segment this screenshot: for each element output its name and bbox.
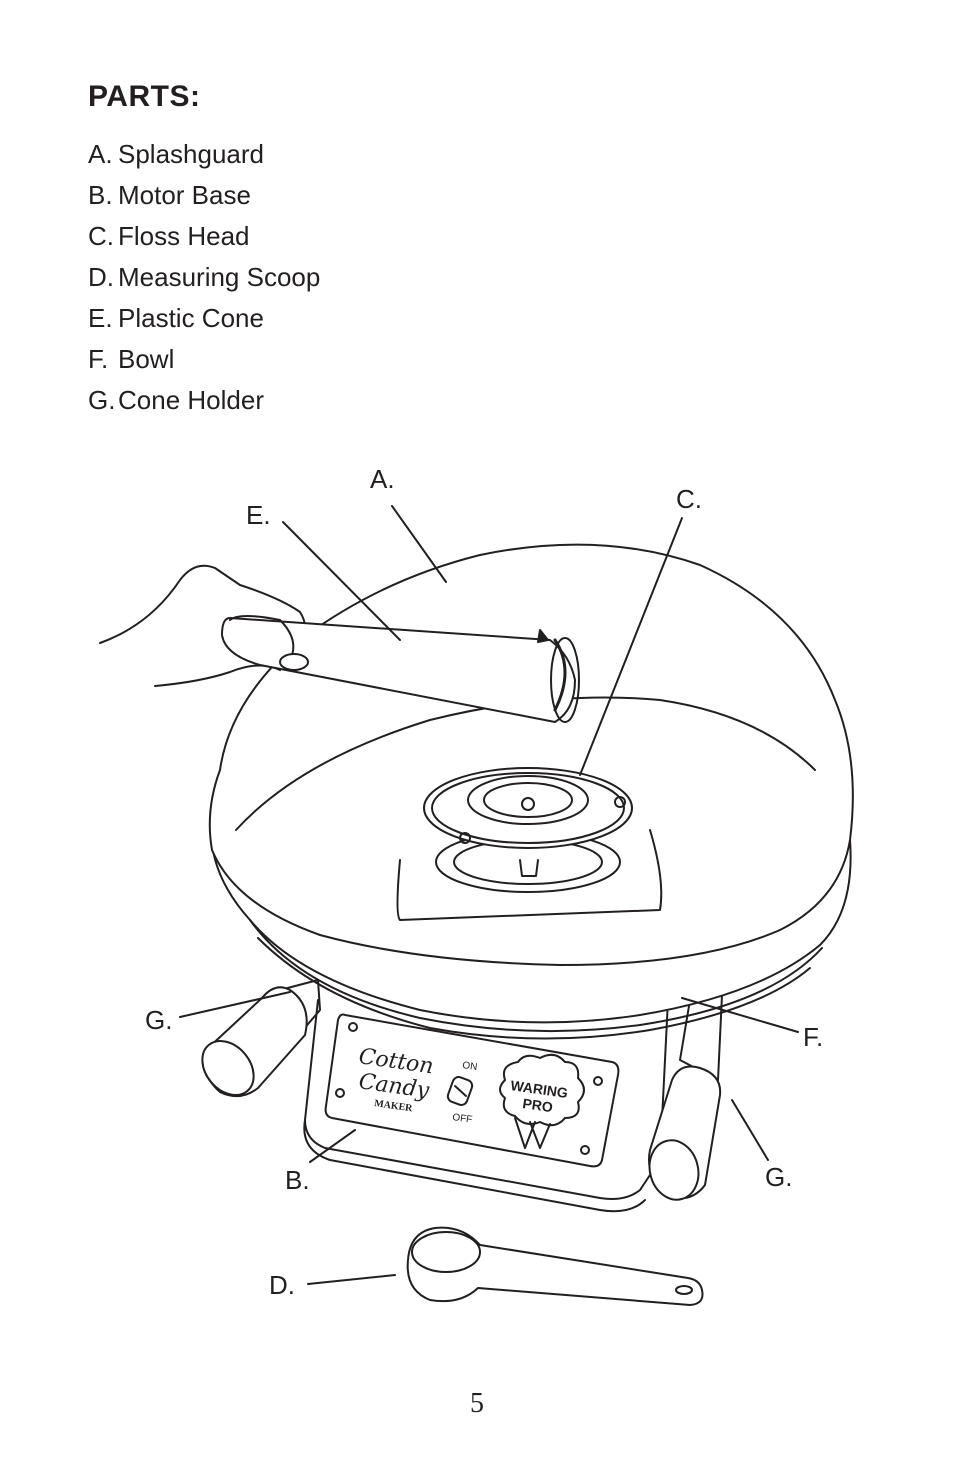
callout-g-right: G. [765, 1162, 793, 1192]
part-letter: F. [88, 344, 109, 374]
callout-f: F. [803, 1022, 824, 1052]
cone-holder-left [201, 979, 321, 1098]
switch-on-label: ON [462, 1060, 478, 1073]
part-name: Cone Holder [118, 385, 264, 415]
callout-b: B. [285, 1165, 310, 1195]
list-item: A.Splashguard [88, 134, 320, 175]
part-letter: D. [88, 262, 114, 292]
part-letter: G. [88, 385, 116, 415]
measuring-scoop [406, 1226, 704, 1306]
hand-with-cone [99, 564, 580, 723]
cone-holder-right [648, 994, 723, 1201]
page-number: 5 [470, 1388, 484, 1419]
brand-line-1: WARING [510, 1077, 569, 1101]
list-item: B.Motor Base [88, 175, 320, 216]
part-letter: A. [88, 139, 113, 169]
callout-d: D. [269, 1270, 295, 1300]
list-item: C.Floss Head [88, 216, 320, 257]
list-item: G.Cone Holder [88, 380, 320, 421]
page-heading: PARTS: [88, 80, 201, 113]
callout-g-left: G. [145, 1005, 173, 1035]
list-item: E.Plastic Cone [88, 298, 320, 339]
leader-lines [179, 505, 799, 1285]
logo-line-3: MAKER [374, 1098, 414, 1114]
callout-e: E. [246, 500, 271, 530]
list-item: D.Measuring Scoop [88, 257, 320, 298]
part-letter: C. [88, 221, 114, 251]
part-name: Splashguard [118, 139, 264, 169]
part-name: Measuring Scoop [118, 262, 321, 292]
part-name: Floss Head [118, 221, 250, 251]
motor-base [303, 999, 669, 1213]
floss-head [396, 767, 663, 921]
part-letter: B. [88, 180, 113, 210]
part-name: Motor Base [118, 180, 251, 210]
list-item: F. Bowl [88, 339, 320, 380]
callout-a: A. [370, 464, 395, 494]
brand-line-2: PRO [522, 1095, 554, 1115]
parts-list: A.Splashguard B.Motor Base C.Floss Head … [88, 134, 320, 421]
part-letter: E. [88, 303, 113, 333]
part-name: Plastic Cone [118, 303, 264, 333]
callout-c: C. [676, 484, 702, 514]
switch-off-label: OFF [452, 1112, 473, 1126]
cotton-candy-maker-diagram: Cotton Candy MAKER ON OFF WARING PRO [99, 505, 854, 1306]
part-name: Bowl [118, 344, 175, 374]
